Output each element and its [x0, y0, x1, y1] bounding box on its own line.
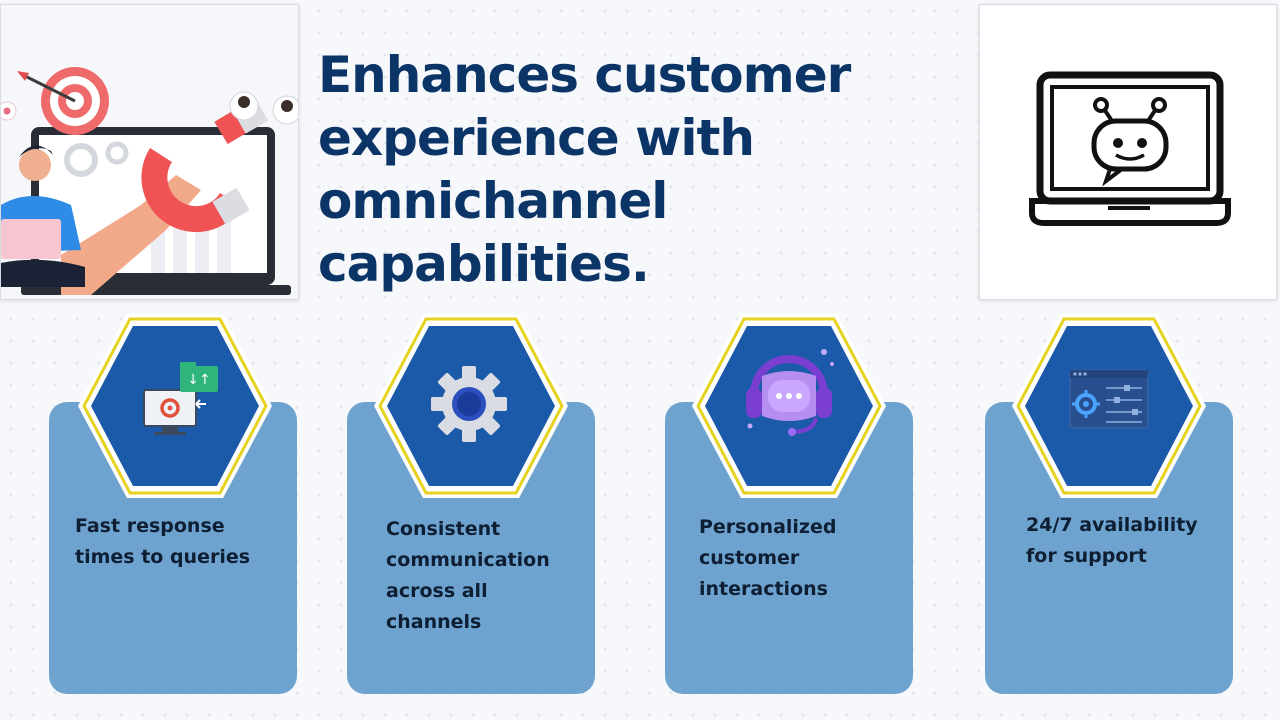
card-label-consistent-communication: Consistent communication across all chan…: [386, 514, 550, 638]
card-line: Fast response: [75, 515, 225, 537]
card-label-personalized: Personalized customer interactions: [699, 512, 836, 605]
magnet-attracting-customers-icon: [1, 67, 298, 295]
svg-text:↓↑: ↓↑: [187, 372, 210, 388]
laptop-chatbot-icon: [1029, 71, 1231, 226]
card-line: communication: [386, 549, 550, 571]
hexagon-badge: [692, 314, 886, 498]
hexagon-badge: ↓↑: [78, 314, 272, 498]
card-line: interactions: [699, 578, 828, 600]
headset-chat-icon: [746, 349, 834, 436]
card-line: Consistent: [386, 518, 501, 540]
card-line: channels: [386, 611, 482, 633]
card-line: for support: [1026, 545, 1147, 567]
robot-icon-frame: [979, 4, 1277, 300]
card-line: 24/7 availability: [1026, 514, 1198, 536]
card-label-availability: 24/7 availability for support: [1026, 510, 1198, 572]
gear-icon: [431, 366, 507, 442]
monitor-gear-transfer-icon: ↓↑: [143, 362, 218, 435]
hexagon-badge: [1012, 314, 1206, 498]
settings-panel-icon: [1069, 369, 1149, 429]
hexagon-badge: [374, 314, 568, 498]
card-line: Personalized: [699, 516, 837, 538]
card-line: customer: [699, 547, 800, 569]
card-line: across all: [386, 580, 488, 602]
card-label-fast-response: Fast response times to queries: [75, 511, 250, 573]
slide-title: Enhances customer experience with omnich…: [318, 46, 851, 293]
card-line: times to queries: [75, 546, 251, 568]
magnet-illustration: [0, 4, 299, 300]
